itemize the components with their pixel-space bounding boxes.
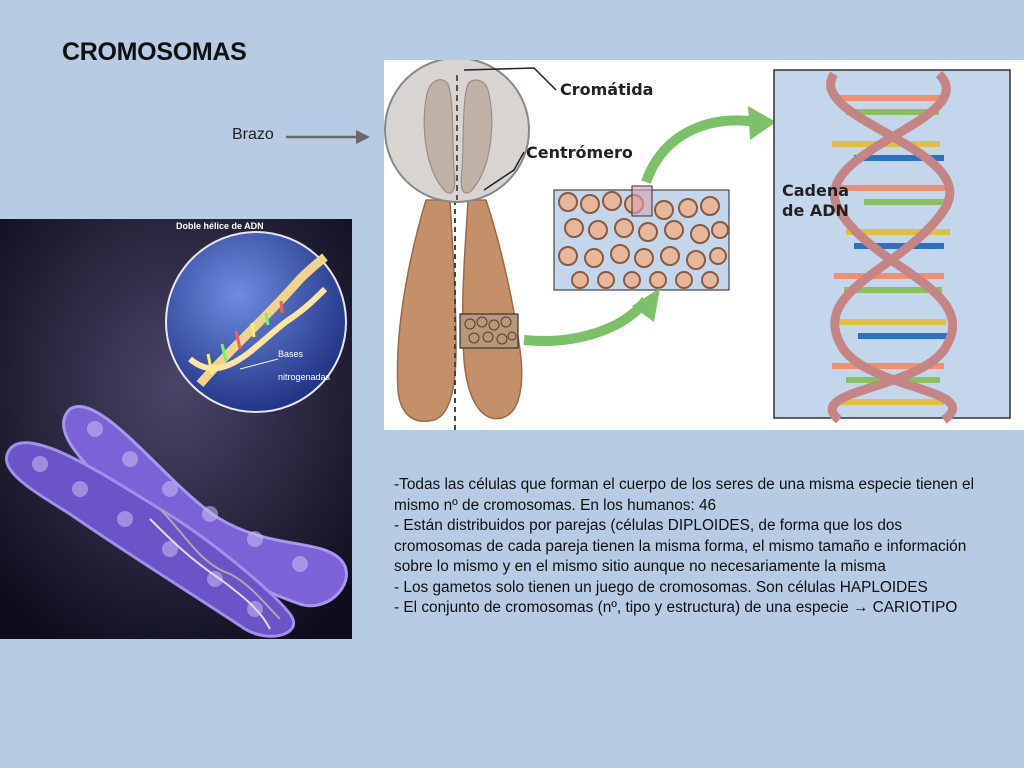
bases-pointer: [239, 358, 279, 370]
bases-label-line2: nitrogenadas: [278, 372, 331, 382]
bases-label-line1: Bases: [278, 349, 304, 359]
dna-sample-box: [631, 185, 653, 217]
chromatid-right-lower: [461, 199, 523, 420]
dna-strand-a: [826, 71, 957, 424]
helix-strand-gold: [196, 253, 328, 387]
centromero-label: Centrómero: [526, 143, 633, 162]
chromatin-sample-box: [459, 313, 519, 349]
dna-strand-b: [827, 70, 957, 424]
centromero-pointer: [483, 151, 525, 191]
upper-chromatid-right: [460, 79, 493, 194]
body-text: -Todas las células que forman el cuerpo …: [394, 475, 994, 619]
brazo-arrow-icon: [286, 130, 370, 144]
cromatida-pointer: [463, 67, 557, 91]
chromosome-diagram: Cromátida Centrómero Cadena de ADN: [384, 60, 1024, 430]
chromosome-photo: Doble hélice de ADN Bases nitrogenadas: [0, 219, 352, 639]
photo-caption-top: Doble hélice de ADN: [176, 221, 264, 231]
arrow-to-dna: [641, 115, 757, 184]
cadena-label-line2: de ADN: [782, 201, 849, 220]
paragraph-1: -Todas las células que forman el cuerpo …: [394, 476, 975, 514]
slide-title: CROMOSOMAS: [62, 38, 247, 66]
upper-chromatid-left: [423, 79, 456, 194]
helix-strand-light: [188, 286, 328, 372]
dna-unwinding-strand: [149, 518, 271, 630]
brazo-label: Brazo: [232, 126, 274, 143]
cromatida-label: Cromátida: [560, 80, 653, 99]
paragraph-3: - Los gametos solo tienen un juego de cr…: [394, 578, 928, 596]
paragraph-2: - Están distribuidos por parejas (célula…: [394, 517, 967, 575]
paragraph-4: - El conjunto de cromosomas (nº, tipo y …: [394, 599, 958, 616]
cadena-label-line1: Cadena: [782, 181, 849, 200]
